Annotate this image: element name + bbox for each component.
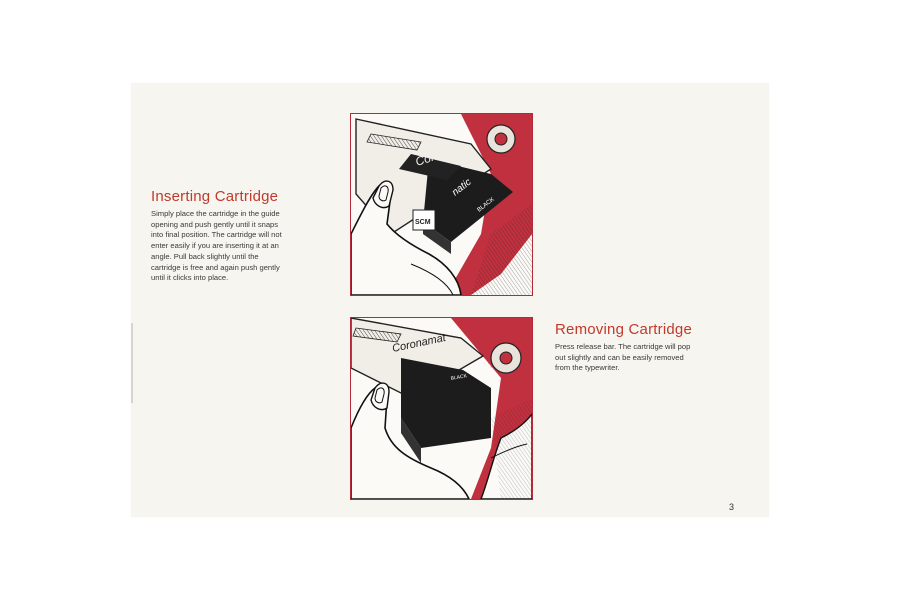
text-line: into final position. The cartridge will …: [151, 230, 282, 240]
text-line: opening and push gently until it snaps: [151, 219, 279, 229]
removing-cartridge-heading: Removing Cartridge: [555, 321, 692, 338]
text-line: out slightly and can be easily removed: [555, 352, 684, 362]
text-line: enter easily if you are inserting it at …: [151, 241, 279, 251]
cartridge-shape: [399, 154, 513, 254]
text-line: Press release bar. The cartridge will po…: [555, 342, 691, 351]
cartridge-code-label: BLACK: [450, 373, 468, 382]
page-number: 3: [729, 502, 735, 512]
inserting-cartridge-heading: Inserting Cartridge: [151, 188, 279, 205]
cartridge-shape: [401, 358, 491, 463]
text-line: Simply place the cartridge in the guide: [151, 209, 280, 218]
removing-cartridge-text: Press release bar. The cartridge will po…: [555, 342, 690, 374]
page-spine-shadow: [131, 323, 133, 403]
removing-illustration-svg: Coronamat BLACK: [351, 318, 532, 499]
removing-cartridge-illustration: Coronamat BLACK: [350, 317, 533, 500]
inserting-cartridge-text: Simply place the cartridge in the guide …: [151, 209, 282, 284]
text-line: until it clicks into place.: [151, 273, 229, 283]
text-line: angle. Pull back slightly until the: [151, 251, 259, 261]
hand-drawing: [351, 180, 462, 295]
text-line: from the typewriter.: [555, 363, 620, 373]
inserting-illustration-svg: Cor natic BLACK SCM: [351, 114, 532, 295]
manual-page: Inserting Cartridge Simply place the car…: [131, 83, 769, 517]
text-line: cartridge is free and again push gently: [151, 262, 280, 272]
box-logo-label: SCM: [415, 219, 431, 226]
brand-label-top: Cor: [414, 149, 438, 169]
inserting-cartridge-illustration: Cor natic BLACK SCM: [350, 113, 533, 296]
